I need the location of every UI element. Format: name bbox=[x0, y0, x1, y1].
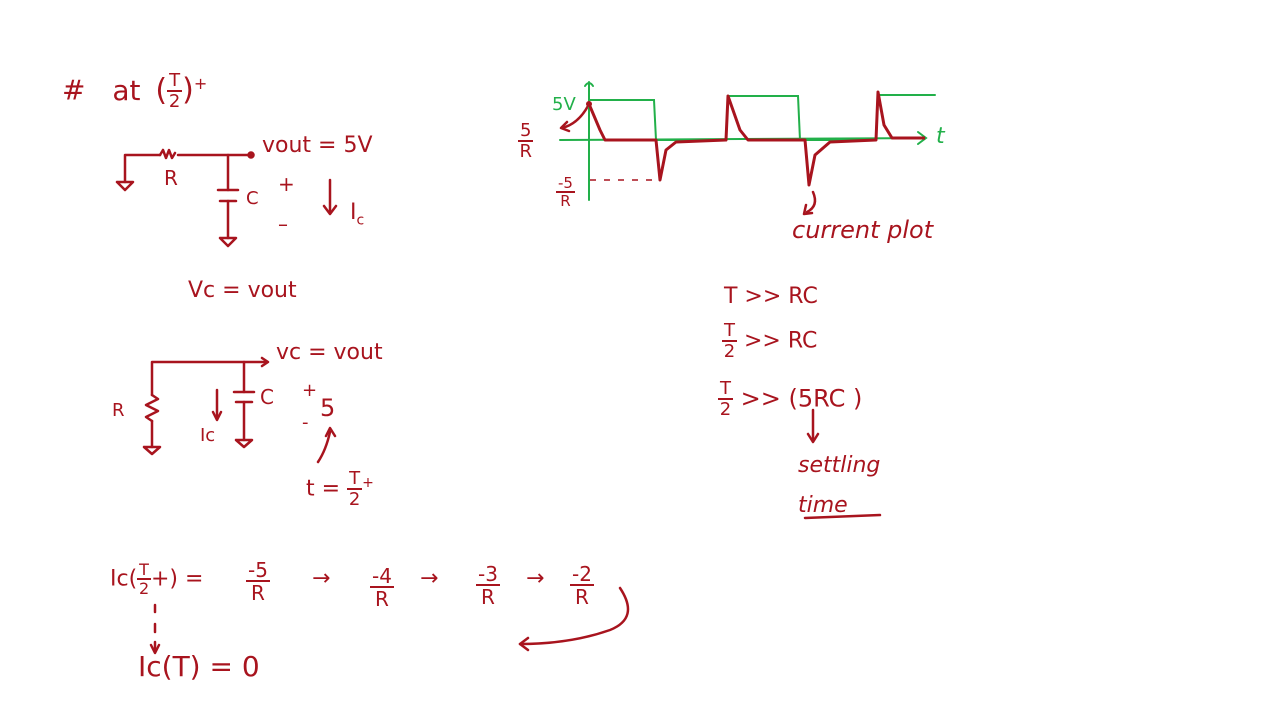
condition-1: T >> RC bbox=[724, 284, 818, 309]
resistor-label-1: R bbox=[164, 166, 178, 190]
voltage-value: 5 bbox=[320, 394, 336, 422]
current-label-1: Ic bbox=[350, 200, 365, 229]
capacitor-label-1: C bbox=[246, 188, 259, 209]
hash-symbol: # bbox=[62, 73, 86, 107]
circuit-2-wires bbox=[142, 356, 337, 464]
vc-output-label: vᴄ = vout bbox=[276, 340, 383, 365]
plot-5v-label: 5V bbox=[552, 94, 576, 115]
current-waveform bbox=[587, 90, 925, 187]
sequence-arrow-2: → bbox=[420, 566, 439, 591]
plus-sign-1: + bbox=[278, 172, 295, 196]
minus-sign-2: - bbox=[302, 412, 309, 433]
plus-sign-2: + bbox=[302, 380, 318, 401]
plot-x-label: t bbox=[936, 124, 945, 149]
resistor-label-2: R bbox=[112, 400, 125, 421]
current-label-2: Ic bbox=[200, 425, 216, 446]
vout-label: vout = 5V bbox=[262, 133, 373, 158]
sequence-final: Ic(T) = 0 bbox=[138, 650, 260, 683]
sequence-arrow-1: → bbox=[312, 566, 331, 591]
heading-text: at bbox=[112, 73, 141, 107]
vc-equation: Vᴄ = vout bbox=[188, 278, 297, 303]
capacitor-label-2: C bbox=[260, 385, 274, 409]
settling-time-note: settling time bbox=[798, 453, 881, 518]
circuit-1-wires bbox=[115, 148, 338, 248]
waveform-plot bbox=[559, 81, 936, 201]
sequence-arrow-3: → bbox=[526, 566, 545, 591]
current-plot-annotation: current plot bbox=[792, 216, 934, 244]
minus-sign-1: – bbox=[278, 212, 288, 236]
